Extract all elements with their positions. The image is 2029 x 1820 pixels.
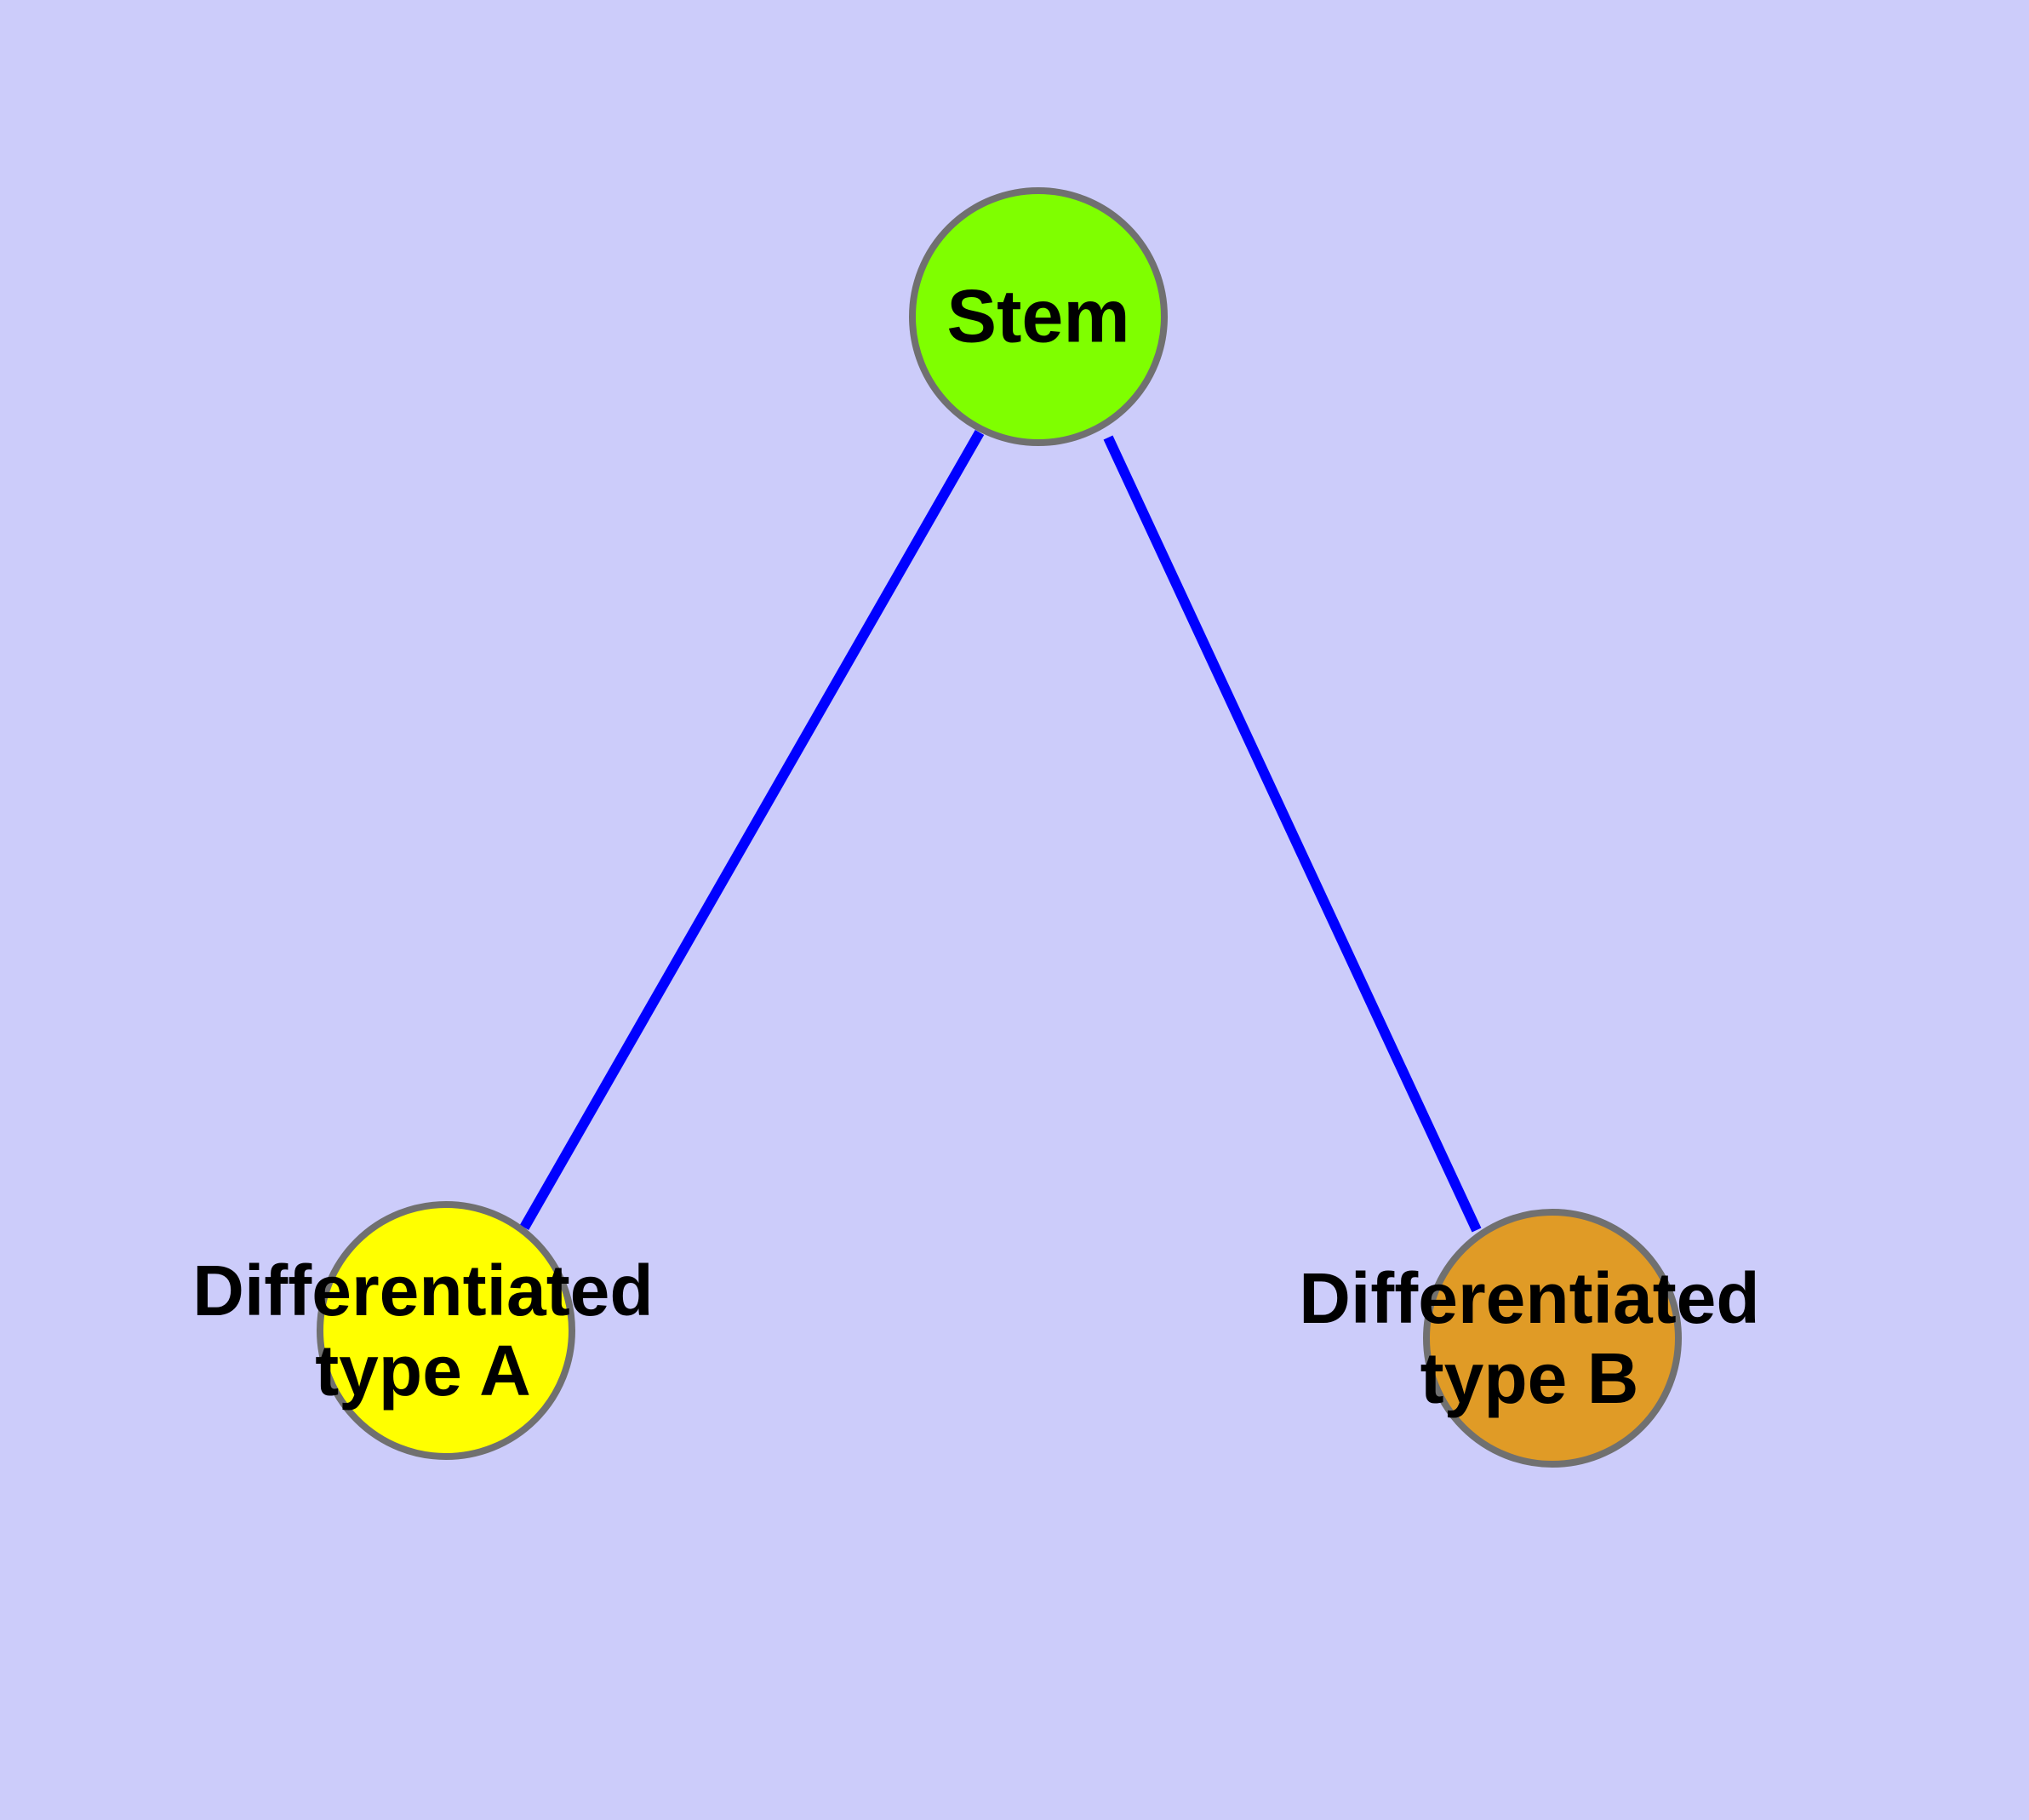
- edge-stem-to-diff-a[interactable]: [519, 430, 985, 1230]
- node-circle-diff-a[interactable]: [317, 1201, 575, 1460]
- node-layer: [317, 187, 1682, 1468]
- node-circle-diff-b[interactable]: [1423, 1209, 1682, 1468]
- edge-stem-to-diff-b[interactable]: [1103, 435, 1482, 1233]
- node-circle-stem[interactable]: [909, 187, 1168, 446]
- edge-layer: [519, 430, 1482, 1233]
